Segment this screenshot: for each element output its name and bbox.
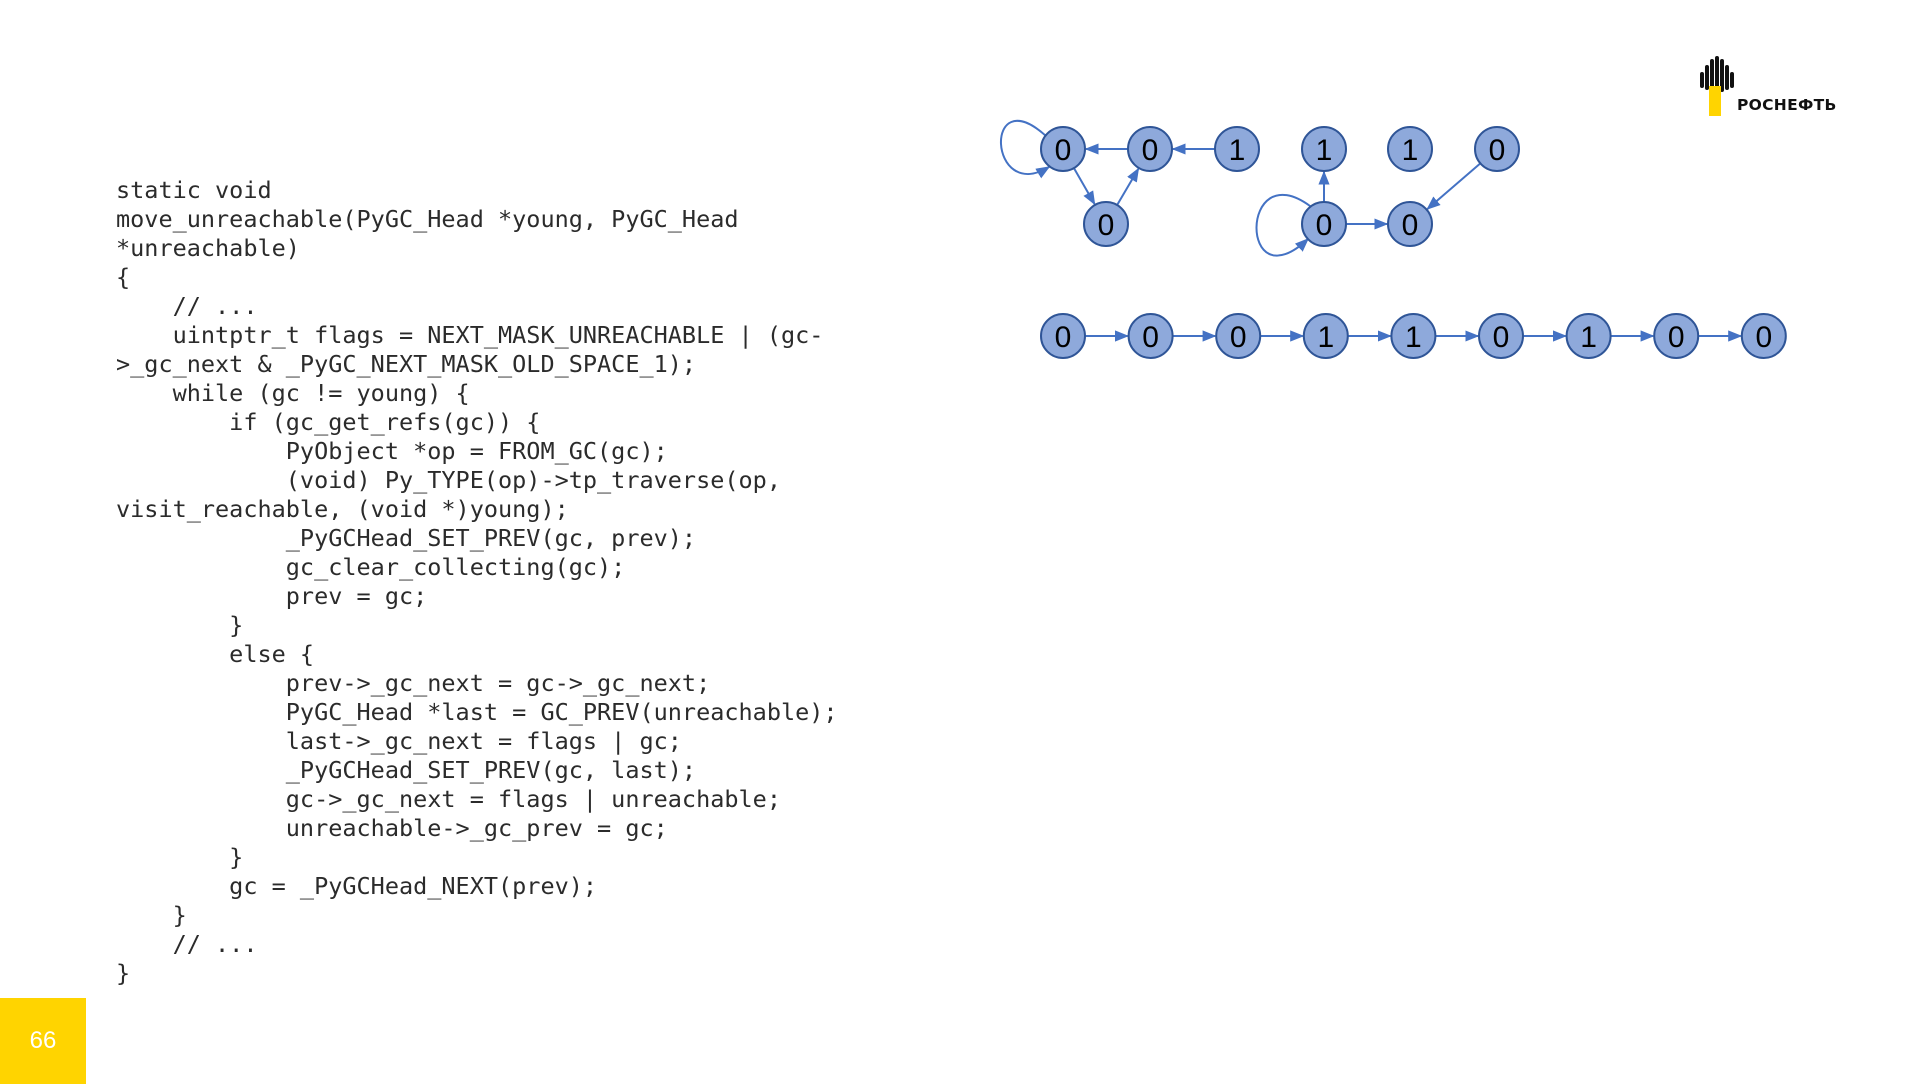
list-node-label: 1	[1580, 321, 1597, 354]
code-line: uintptr_t flags = NEXT_MASK_UNREACHABLE …	[116, 321, 824, 349]
graph-edge	[999, 119, 1051, 179]
code-line: unreachable->_gc_prev = gc;	[116, 814, 668, 842]
code-line: prev->_gc_next = gc->_gc_next;	[116, 669, 711, 697]
logo-text: РОСНЕФТЬ	[1737, 96, 1837, 114]
code-line: // ...	[116, 292, 258, 320]
graph-node	[1214, 126, 1260, 172]
code-line: _PyGCHead_SET_PREV(gc, last);	[116, 756, 697, 784]
graph-node	[1127, 126, 1173, 172]
graph-node-label: 0	[1402, 209, 1419, 242]
page-number: 66	[29, 1027, 57, 1054]
code-line: else {	[116, 640, 315, 668]
graph-node-label: 1	[1402, 134, 1419, 167]
code-line: last->_gc_next = flags | gc;	[116, 727, 682, 755]
graph-edge	[1255, 193, 1311, 257]
code-line: }	[116, 843, 244, 871]
list-node	[1478, 313, 1524, 359]
list-node-label: 0	[1230, 321, 1247, 354]
list-nodes: 0 0 0 1 1 0 1 0 0	[1040, 313, 1787, 359]
graph-node	[1387, 201, 1433, 247]
graph-edge	[1073, 167, 1096, 206]
graph-node-label: 1	[1316, 134, 1333, 167]
list-node-label: 0	[1668, 321, 1685, 354]
rosneft-emblem-icon	[1700, 56, 1734, 116]
list-node-label: 1	[1317, 321, 1334, 354]
code-line: prev = gc;	[116, 582, 428, 610]
code-line: gc->_gc_next = flags | unreachable;	[116, 785, 781, 813]
list-node	[1565, 313, 1612, 359]
list-node	[1215, 313, 1262, 359]
list-node	[1127, 313, 1174, 359]
code-line: gc_clear_collecting(gc);	[116, 553, 626, 581]
graph-node	[1083, 201, 1129, 247]
code-line: if (gc_get_refs(gc)) {	[116, 408, 541, 436]
code-line: *unreachable)	[116, 234, 300, 262]
graph-node-label: 0	[1098, 209, 1115, 242]
graph-edges	[999, 119, 1481, 257]
code-line: {	[116, 263, 131, 291]
code-line: }	[116, 901, 187, 929]
graph-node	[1040, 126, 1086, 172]
code-line: PyGC_Head *last = GC_PREV(unreachable);	[116, 698, 838, 726]
code-line: (void) Py_TYPE(op)->tp_traverse(op,	[116, 466, 781, 494]
graph-node-label: 1	[1229, 134, 1246, 167]
graph-node-label: 0	[1489, 134, 1506, 167]
list-node	[1653, 313, 1700, 359]
graph-node	[1387, 126, 1433, 172]
list-node-label: 0	[1055, 321, 1072, 354]
list-node	[1390, 313, 1437, 359]
code-line: PyObject *op = FROM_GC(gc);	[116, 437, 668, 465]
code-line: }	[116, 611, 244, 639]
list-node	[1740, 313, 1787, 359]
list-node-label: 0	[1755, 321, 1772, 354]
list-node-label: 0	[1493, 321, 1510, 354]
graph-node-label: 0	[1316, 209, 1333, 242]
code-line: move_unreachable(PyGC_Head *young, PyGC_…	[116, 205, 739, 233]
code-line: // ...	[116, 930, 258, 958]
graph-node-label: 0	[1055, 134, 1072, 167]
graph-edge	[1116, 167, 1140, 206]
code-line: while (gc != young) {	[116, 379, 470, 407]
code-line: _PyGCHead_SET_PREV(gc, prev);	[116, 524, 697, 552]
rosneft-logo: РОСНЕФТЬ	[1700, 56, 1880, 120]
graph-node	[1301, 201, 1347, 247]
list-node	[1302, 313, 1349, 359]
graph-node-label: 0	[1142, 134, 1159, 167]
code-line: static void	[116, 176, 272, 204]
list-node-label: 1	[1405, 321, 1422, 354]
list-node-label: 0	[1142, 321, 1159, 354]
graph-node	[1474, 126, 1520, 172]
code-line: }	[116, 959, 131, 987]
graph-edge	[1426, 162, 1481, 210]
graph-node	[1301, 126, 1347, 172]
code-line: gc = _PyGCHead_NEXT(prev);	[116, 872, 598, 900]
code-line: visit_reachable, (void *)young);	[116, 495, 569, 523]
graph-nodes: 0 0 1 0 1 1 0 0 0	[1040, 126, 1520, 247]
code-line: >_gc_next & _PyGC_NEXT_MASK_OLD_SPACE_1)…	[116, 350, 697, 378]
page-number-badge: 66	[0, 998, 86, 1084]
list-node	[1040, 313, 1086, 359]
